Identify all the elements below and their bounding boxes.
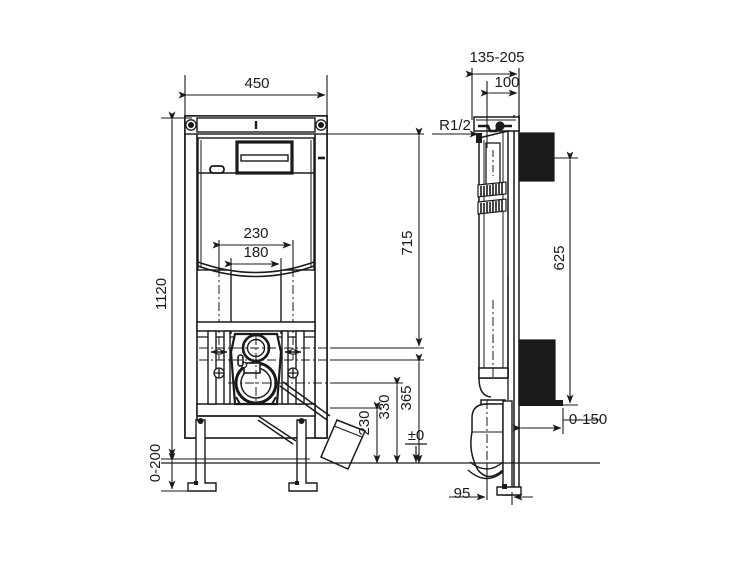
dimension-lines: [161, 68, 600, 505]
dim-label-230-bot: 230: [356, 410, 373, 435]
dim-line-450: [178, 75, 328, 122]
dim-line-1120: [161, 111, 310, 460]
front-view: [184, 115, 420, 492]
side-outlet-elbow: [467, 399, 506, 482]
dim-line-625: [554, 151, 578, 406]
dim-label-r12: R1/2: [439, 117, 471, 134]
dim-label-0-150: 0-150: [569, 411, 607, 428]
upper-wall-bracket: [518, 132, 555, 182]
outlet-centre-axes: [199, 336, 420, 404]
dim-line-365: [330, 353, 424, 464]
dim-label-100: 100: [494, 74, 519, 91]
dim-label-135-205: 135-205: [469, 49, 524, 66]
fixing-point-left: [213, 367, 225, 379]
fixing-screw-right: [315, 119, 327, 131]
dim-label-0-200: 0-200: [147, 444, 164, 482]
dim-label-450: 450: [244, 75, 269, 92]
ground-symbol-front: [405, 443, 427, 463]
dim-line-100: [480, 81, 520, 148]
side-top-rail: [473, 116, 520, 133]
lower-wall-bracket: [518, 339, 563, 406]
dim-label-180: 180: [243, 244, 268, 261]
fixing-screw-left: [185, 119, 197, 131]
flush-plate-aperture: [235, 140, 294, 175]
dim-line-715: [327, 127, 424, 349]
wall-plane-line: [513, 115, 520, 494]
top-rail: [184, 115, 328, 135]
diagonal-struts: [198, 381, 331, 445]
dim-line-230-top: [212, 240, 294, 272]
dimension-labels: 450 1120 0-200 230 180 715 365 330 230 ±…: [147, 49, 607, 502]
side-fill-valve: [485, 142, 501, 186]
support-legs: [187, 418, 318, 492]
dim-label-95: 95: [454, 485, 471, 502]
dim-label-230-top: 230: [243, 225, 268, 242]
side-view: [467, 115, 563, 496]
dim-label-715: 715: [399, 230, 416, 255]
side-support-leg: [496, 275, 522, 496]
dim-label-330: 330: [376, 394, 393, 419]
dim-line-0-150: [512, 408, 600, 460]
dim-label-625: 625: [551, 245, 568, 270]
lower-frame-uprights: [207, 330, 305, 405]
dim-label-zero-front: ±0: [408, 427, 425, 444]
fixing-point-right: [287, 367, 299, 379]
dim-label-1120: 1120: [153, 278, 170, 310]
dim-line-180: [224, 258, 282, 276]
dim-line-0-200: [161, 452, 190, 492]
dim-label-365: 365: [398, 385, 415, 410]
small-port-icon: [209, 165, 225, 174]
bolt-axis-lines: [218, 268, 294, 360]
side-flush-mechanism: [477, 181, 507, 215]
dim-line-330: [330, 376, 403, 464]
outlet-elbow: [320, 419, 367, 470]
dim-line-230-bottom: [330, 401, 382, 464]
dim-line-95: [449, 465, 533, 505]
